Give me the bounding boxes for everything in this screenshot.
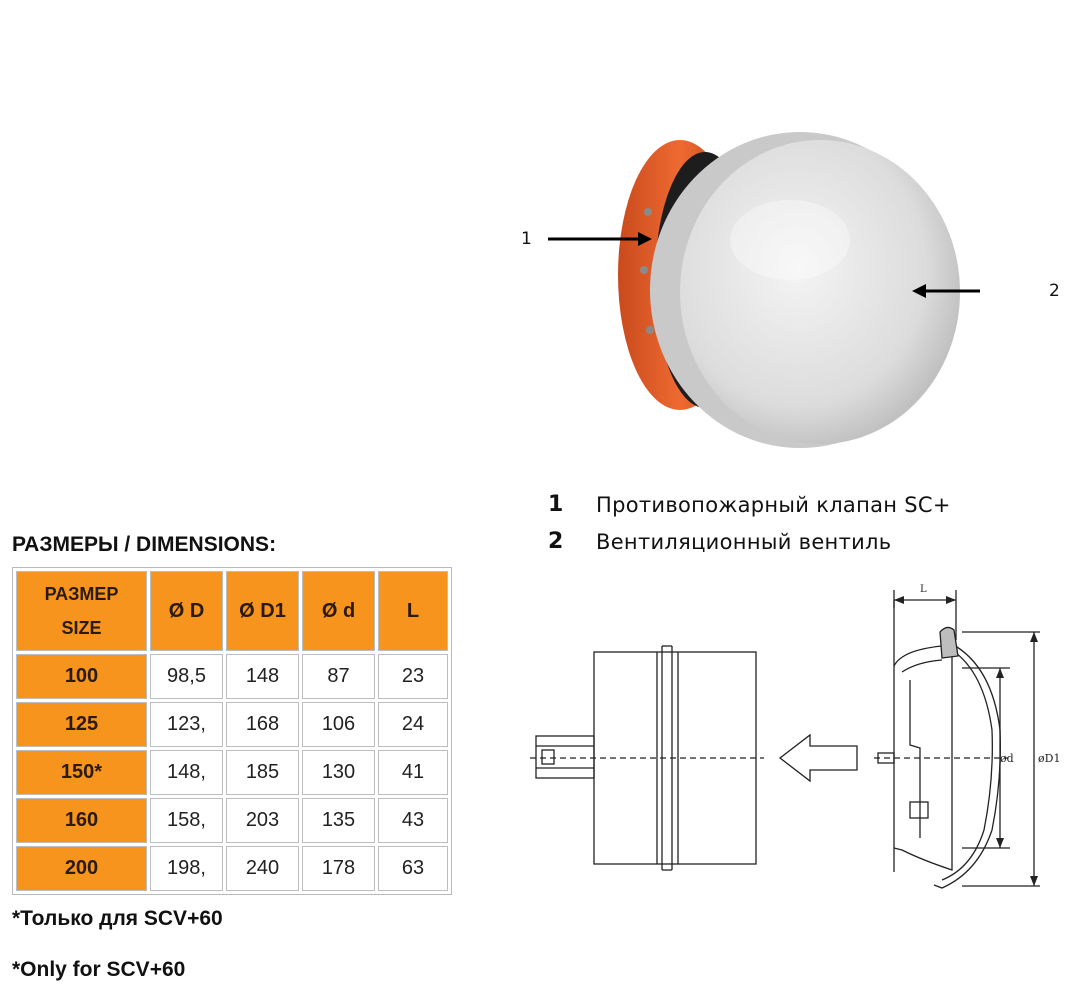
cell-d: 135 <box>302 798 375 843</box>
legend-text: Противопожарный клапан SC+ <box>596 492 951 517</box>
header-d: Ø d <box>302 571 375 651</box>
cell-d: 130 <box>302 750 375 795</box>
cell-L: 23 <box>378 654 448 699</box>
cell-size: 125 <box>16 702 147 747</box>
cell-size: 100 <box>16 654 147 699</box>
cell-d: 106 <box>302 702 375 747</box>
cell-size: 150* <box>16 750 147 795</box>
cell-D: 198, <box>150 846 223 891</box>
cell-D1: 168 <box>226 702 299 747</box>
cell-size: 200 <box>16 846 147 891</box>
cell-D1: 185 <box>226 750 299 795</box>
technical-drawing: L ød øD1 <box>530 584 1060 889</box>
cell-D: 123, <box>150 702 223 747</box>
legend-item-2: 2 Вентиляционный вентиль <box>548 529 891 554</box>
cell-L: 41 <box>378 750 448 795</box>
label-L: L <box>920 584 927 595</box>
cell-L: 24 <box>378 702 448 747</box>
callout-1-number: 1 <box>521 229 532 249</box>
legend-number: 1 <box>548 492 564 517</box>
cell-D: 148, <box>150 750 223 795</box>
legend-number: 2 <box>548 529 564 554</box>
legend-item-1: 1 Противопожарный клапан SC+ <box>548 492 951 517</box>
cell-d: 87 <box>302 654 375 699</box>
table-row: 160 158, 203 135 43 <box>16 798 448 843</box>
header-L: L <box>378 571 448 651</box>
ventilation-valve-cap <box>680 140 960 444</box>
dimensions-title: РАЗМЕРЫ / DIMENSIONS: <box>12 533 277 556</box>
cell-D1: 148 <box>226 654 299 699</box>
cell-d: 178 <box>302 846 375 891</box>
cell-D1: 240 <box>226 846 299 891</box>
callout-2-number: 2 <box>1049 281 1060 301</box>
table-row: 100 98,5 148 87 23 <box>16 654 448 699</box>
cell-D1: 203 <box>226 798 299 843</box>
cell-D: 158, <box>150 798 223 843</box>
label-D1: øD1 <box>1038 752 1060 765</box>
header-D: Ø D <box>150 571 223 651</box>
assembly-arrow <box>778 733 858 783</box>
note-english: *Only for SCV+60 <box>12 958 186 981</box>
cell-L: 43 <box>378 798 448 843</box>
note-russian: *Только для SCV+60 <box>12 907 223 930</box>
cell-size: 160 <box>16 798 147 843</box>
table-row: 200 198, 240 178 63 <box>16 846 448 891</box>
cell-D: 98,5 <box>150 654 223 699</box>
label-d: ød <box>1000 752 1014 765</box>
table-row: 125 123, 168 106 24 <box>16 702 448 747</box>
product-photo: 1 2 <box>548 132 980 448</box>
legend-text: Вентиляционный вентиль <box>596 529 892 554</box>
header-D1: Ø D1 <box>226 571 299 651</box>
table-row: 150* 148, 185 130 41 <box>16 750 448 795</box>
cell-L: 63 <box>378 846 448 891</box>
